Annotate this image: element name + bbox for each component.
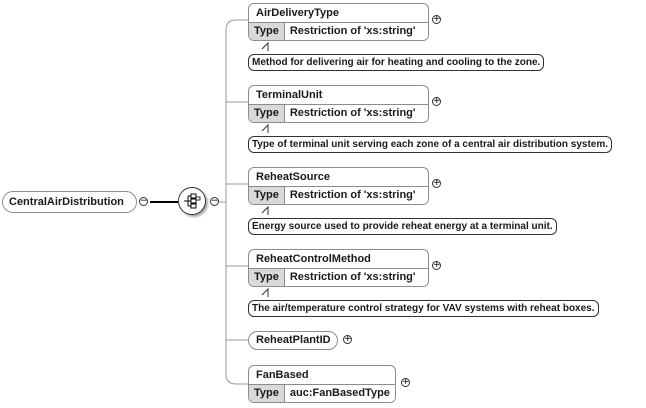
element-name: ReheatSource	[256, 171, 330, 183]
element-terminal-unit[interactable]: TerminalUnit Type Restriction of 'xs:str…	[248, 85, 429, 123]
expand-icon[interactable]: +	[432, 14, 441, 24]
element-name: TerminalUnit	[256, 89, 323, 101]
type-value: auc:FanBasedType	[289, 387, 390, 399]
type-label: Type	[249, 105, 285, 122]
root-element[interactable]: CentralAirDistribution	[2, 191, 137, 213]
element-description: Energy source used to provide reheat ene…	[248, 218, 557, 235]
type-row: Type Restriction of 'xs:string'	[249, 22, 428, 40]
root-element-name: CentralAirDistribution	[9, 196, 124, 208]
type-value: Restriction of 'xs:string'	[289, 25, 416, 37]
element-fan-based[interactable]: FanBased Type auc:FanBasedType	[248, 365, 396, 403]
element-description: Method for delivering air for heating an…	[248, 54, 545, 71]
type-value: Restriction of 'xs:string'	[289, 271, 416, 283]
type-value: Restriction of 'xs:string'	[289, 107, 416, 119]
type-row: Type auc:FanBasedType	[249, 384, 395, 402]
element-reheat-control-method[interactable]: ReheatControlMethod Type Restriction of …	[248, 249, 429, 287]
element-reheat-source[interactable]: ReheatSource Type Restriction of 'xs:str…	[248, 167, 429, 205]
element-name: AirDeliveryType	[256, 7, 339, 19]
element-name: ReheatControlMethod	[256, 253, 371, 265]
type-row: Type Restriction of 'xs:string'	[249, 186, 428, 204]
element-description: The air/temperature control strategy for…	[248, 300, 599, 317]
sequence-collapse-icon[interactable]: −	[210, 196, 219, 206]
collapse-toggle-icon[interactable]: −	[139, 196, 148, 206]
type-row: Type Restriction of 'xs:string'	[249, 268, 428, 286]
element-air-delivery-type[interactable]: AirDeliveryType Type Restriction of 'xs:…	[248, 3, 429, 41]
expand-icon[interactable]: +	[401, 377, 410, 387]
type-label: Type	[249, 187, 285, 204]
sequence-compositor-icon[interactable]	[178, 187, 206, 215]
element-reheat-plant-id[interactable]: ReheatPlantID	[248, 331, 338, 350]
type-label: Type	[249, 269, 285, 286]
expand-icon[interactable]: +	[432, 178, 441, 188]
type-value: Restriction of 'xs:string'	[289, 189, 416, 201]
expand-icon[interactable]: +	[432, 260, 441, 270]
expand-icon[interactable]: +	[343, 334, 352, 344]
element-name: ReheatPlantID	[256, 334, 331, 346]
element-name: FanBased	[256, 369, 309, 381]
expand-icon[interactable]: +	[432, 96, 441, 106]
type-label: Type	[249, 385, 285, 402]
type-label: Type	[249, 23, 285, 40]
type-row: Type Restriction of 'xs:string'	[249, 104, 428, 122]
element-description: Type of terminal unit serving each zone …	[248, 136, 613, 153]
